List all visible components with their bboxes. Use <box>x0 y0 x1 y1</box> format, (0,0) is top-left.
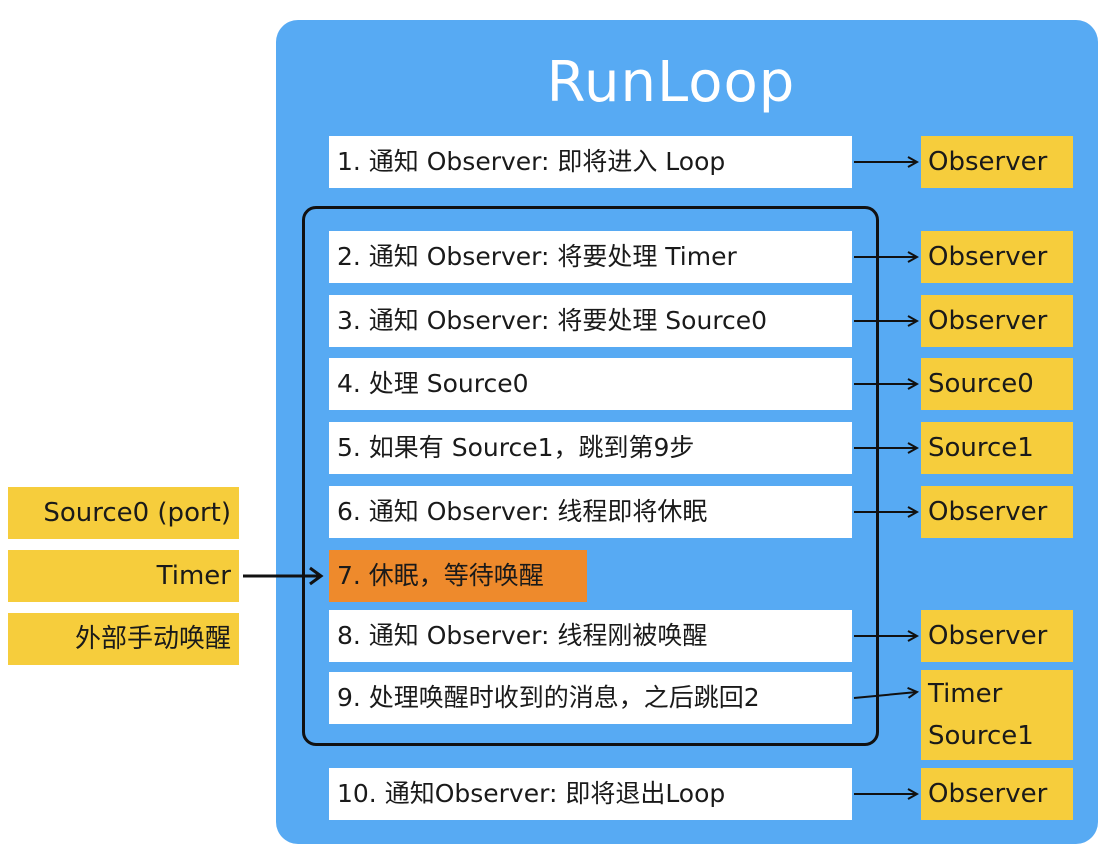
loop-boundary <box>302 206 879 746</box>
step-3: 3. 通知 Observer: 将要处理 Source0 <box>329 295 852 347</box>
step-5: 5. 如果有 Source1，跳到第9步 <box>329 422 852 474</box>
input-source0-port: Source0 (port) <box>8 487 239 539</box>
step-9: 9. 处理唤醒时收到的消息，之后跳回2 <box>329 672 852 724</box>
step-7-sleep: 7. 休眠，等待唤醒 <box>329 550 587 602</box>
output-source0: Source0 <box>921 358 1073 410</box>
output-observer-10: Observer <box>921 768 1073 820</box>
step-10: 10. 通知Observer: 即将退出Loop <box>329 768 852 820</box>
input-timer: Timer <box>8 550 239 602</box>
input-manual-wakeup: 外部手动唤醒 <box>8 613 239 665</box>
output-observer-1: Observer <box>921 136 1073 188</box>
step-4: 4. 处理 Source0 <box>329 358 852 410</box>
output-observer-3: Observer <box>921 295 1073 347</box>
output-observer-6: Observer <box>921 486 1073 538</box>
output-observer-8: Observer <box>921 610 1073 662</box>
step-6: 6. 通知 Observer: 线程即将休眠 <box>329 486 852 538</box>
output-timer-source1: Timer Source1 <box>921 670 1073 760</box>
step-1: 1. 通知 Observer: 即将进入 Loop <box>329 136 852 188</box>
runloop-title: RunLoop <box>546 50 796 115</box>
step-8: 8. 通知 Observer: 线程刚被唤醒 <box>329 610 852 662</box>
step-2: 2. 通知 Observer: 将要处理 Timer <box>329 231 852 283</box>
output-source1-label: Source1 <box>928 721 1034 751</box>
output-timer-label: Timer <box>928 679 1003 709</box>
output-source1: Source1 <box>921 422 1073 474</box>
output-observer-2: Observer <box>921 231 1073 283</box>
